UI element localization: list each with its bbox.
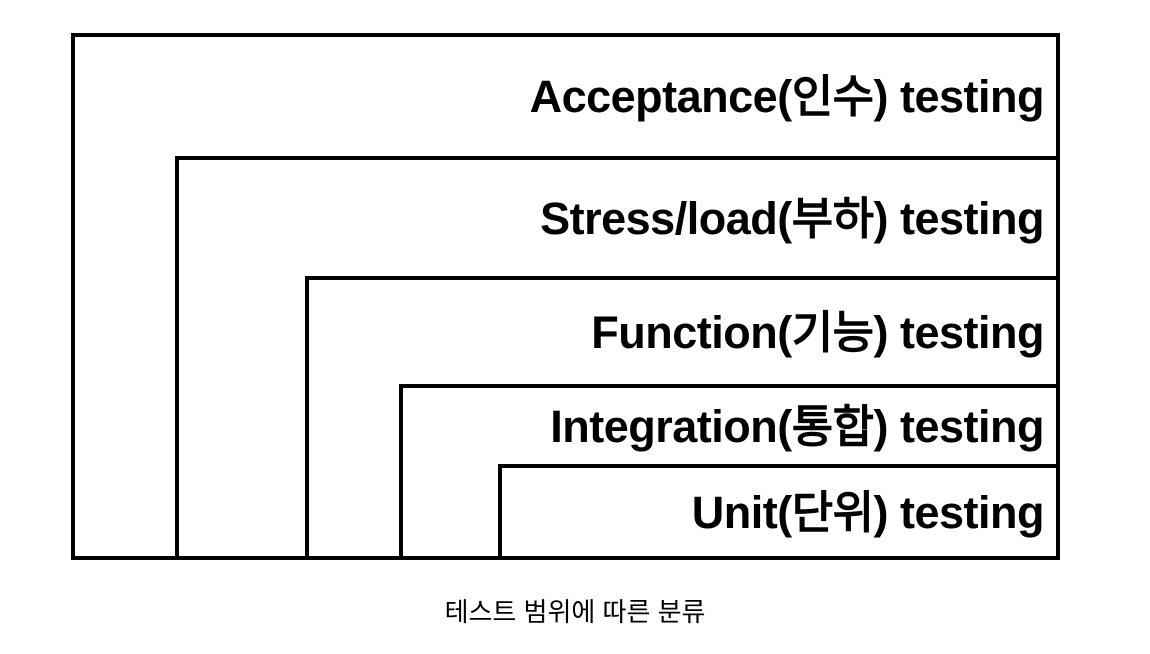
- acceptance-testing-strip: Acceptance(인수) testing: [75, 37, 1056, 156]
- function-testing-label: Function(기능) testing: [591, 306, 1044, 358]
- integration-testing-label: Integration(통합) testing: [550, 400, 1044, 452]
- acceptance-testing-label: Acceptance(인수) testing: [529, 71, 1045, 122]
- stress-load-testing-label: Stress/load(부하) testing: [540, 192, 1044, 244]
- unit-testing-strip: Unit(단위) testing: [502, 468, 1056, 556]
- stress-load-testing-strip: Stress/load(부하) testing: [179, 160, 1056, 276]
- function-testing-strip: Function(기능) testing: [309, 280, 1056, 384]
- unit-testing-label: Unit(단위) testing: [691, 486, 1045, 538]
- diagram-caption: 테스트 범위에 따른 분류: [444, 597, 706, 627]
- integration-testing-strip: Integration(통합) testing: [403, 388, 1056, 464]
- unit-testing-box: Unit(단위) testing: [498, 464, 1060, 560]
